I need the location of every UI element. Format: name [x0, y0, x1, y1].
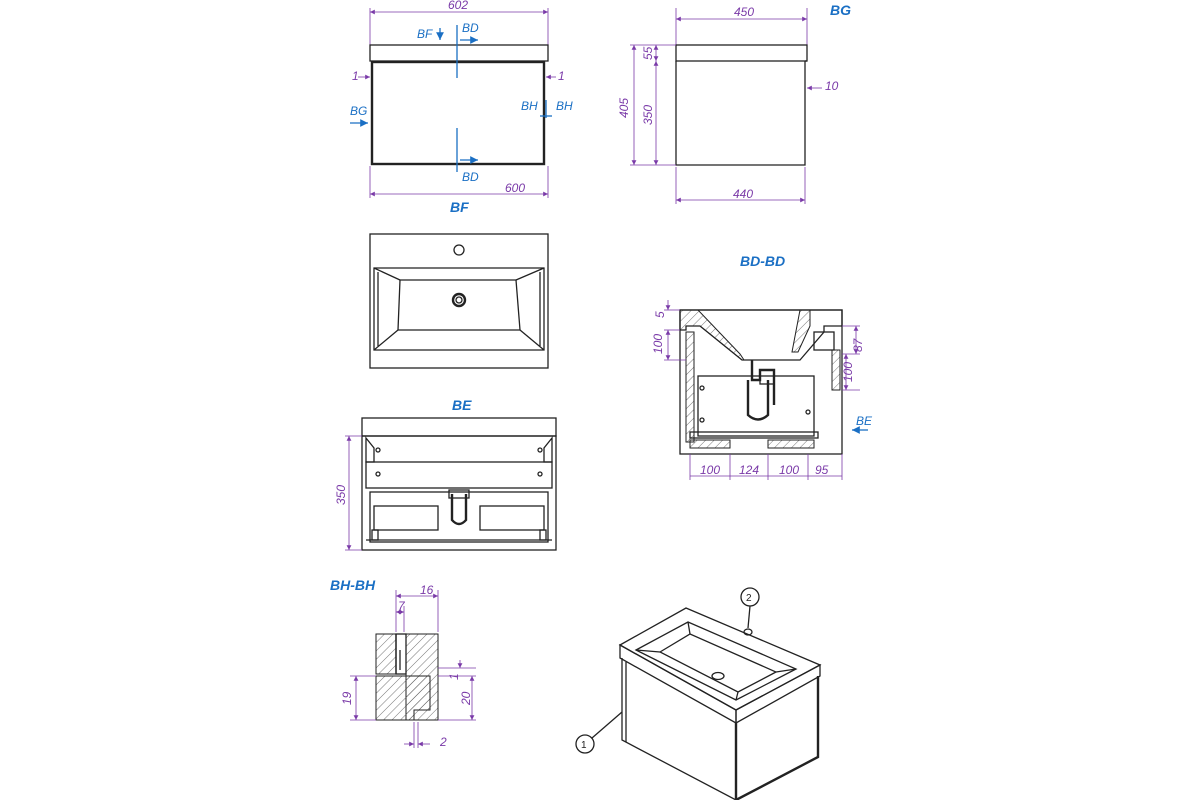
balloon-1	[575, 734, 595, 754]
dim-602: 602	[448, 0, 468, 12]
dim-55: 55	[641, 46, 655, 60]
dim-left-gap: 1	[352, 69, 359, 83]
be-view: BE 350	[334, 397, 557, 551]
side-view: BG 450 405 55 350 10 440	[617, 2, 851, 204]
cut-label-bd-bottom: BD	[462, 170, 479, 184]
view-label-bf: BF	[450, 199, 469, 215]
dim-350-be: 350	[334, 485, 348, 505]
view-label-bh: BH-BH	[330, 577, 376, 593]
dim-440: 440	[733, 187, 753, 201]
cut-label-be: BE	[856, 414, 873, 428]
bd-siphon-b	[746, 380, 770, 421]
cut-label-bh-right: BH	[556, 99, 573, 113]
dim-87: 87	[851, 337, 865, 352]
bf-view: BF	[369, 199, 549, 369]
faucet-hole	[453, 244, 465, 256]
drain-hole	[451, 292, 467, 308]
be-rail	[365, 461, 553, 489]
balloon-1-label: 1	[581, 740, 587, 751]
balloon-2-label: 2	[746, 593, 752, 604]
dim-16: 16	[420, 583, 434, 597]
iso-drain	[711, 671, 725, 681]
dim-600: 600	[505, 181, 525, 195]
dim-b-100-a: 100	[700, 463, 720, 477]
dim-right-gap: 1	[558, 69, 565, 83]
dim-100-right: 100	[841, 362, 855, 382]
dim-10: 10	[825, 79, 839, 93]
dim-b-95: 95	[815, 463, 829, 477]
iso-cabinet-side	[734, 676, 820, 800]
dim-7: 7	[398, 599, 406, 613]
top-cabinet-outline	[370, 60, 546, 166]
side-cabinet	[675, 61, 806, 166]
dim-19: 19	[340, 691, 354, 705]
dim-2: 2	[439, 735, 447, 749]
side-countertop	[675, 44, 808, 62]
top-countertop	[369, 44, 549, 62]
dim-20: 20	[459, 691, 473, 706]
bd-cabinet	[679, 309, 843, 455]
bh-detail: BH-BH 16 7 19 1 20 2	[330, 577, 476, 749]
iso-faucet-hole	[743, 628, 753, 636]
view-label-bg: BG	[830, 2, 851, 18]
cut-label-bd-top: BD	[462, 21, 479, 35]
basin-outline	[369, 233, 549, 369]
top-view: 602 BD BD BF 1 1 BG BH BH 600	[350, 0, 573, 198]
be-drawer	[369, 491, 549, 543]
be-countertop	[361, 417, 557, 437]
iso-bowl-floor	[658, 633, 778, 693]
dim-b-100-b: 100	[779, 463, 799, 477]
be-cabinet	[361, 435, 557, 551]
bd-section: BD-BD 5 100 87 100 BE	[651, 253, 873, 480]
bd-siphon-a	[750, 360, 776, 405]
bd-drawer	[697, 375, 815, 437]
cut-label-bh-left: BH	[521, 99, 538, 113]
cut-label-bf: BF	[417, 27, 433, 41]
iso-top-slab	[618, 607, 822, 711]
iso-view: 1 2	[575, 587, 822, 800]
cut-label-bg: BG	[350, 104, 367, 118]
view-label-be: BE	[452, 397, 472, 413]
dim-b-124: 124	[739, 463, 759, 477]
dim-100-left: 100	[651, 334, 665, 354]
dim-1: 1	[447, 673, 461, 680]
dim-405: 405	[617, 98, 631, 118]
be-siphon	[450, 494, 468, 526]
dim-5: 5	[653, 311, 667, 318]
dim-350: 350	[641, 105, 655, 125]
dim-450: 450	[734, 5, 754, 19]
view-label-bd: BD-BD	[740, 253, 785, 269]
